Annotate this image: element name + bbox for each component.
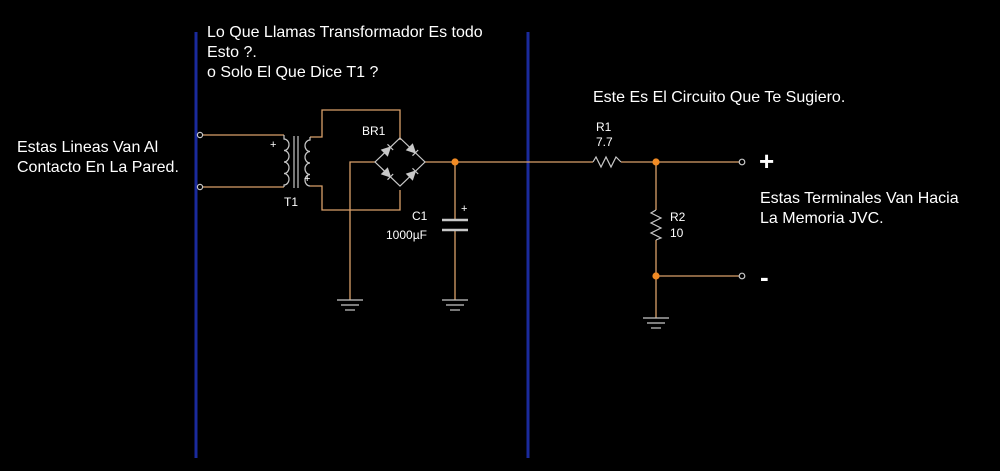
ground-icon-bridge: [337, 299, 363, 311]
bridge-diode-bottom-right: [405, 167, 419, 181]
junction-r2-top-node: [652, 158, 660, 166]
wire-secondary-bottom: [310, 185, 401, 211]
output-note: Estas Terminales Van Hacia La Memoria JV…: [760, 189, 959, 229]
transformer-primary-coil: [283, 135, 290, 187]
ground-symbols: [337, 299, 669, 329]
resistor-r1: [592, 155, 622, 169]
wire-secondary-top: [310, 109, 401, 140]
input-terminal-bottom[interactable]: [196, 183, 204, 191]
question-line-1: Lo Que Llamas Transformador Es todo: [207, 24, 483, 41]
input-note: Estas Lineas Van Al Contacto En La Pared…: [17, 138, 179, 178]
bridge-label: BR1: [362, 124, 386, 138]
junction-r2-bottom-node: [652, 272, 660, 280]
transformer-question-note: Lo Que Llamas Transformador Es todo Esto…: [207, 23, 483, 83]
output-terminal-negative[interactable]: [738, 272, 746, 280]
bridge-diode-bottom-left: [380, 167, 394, 181]
transformer-primary-polarity: +: [270, 139, 276, 151]
wire-bridge-ground: [349, 161, 375, 300]
input-line-2: Contacto En La Pared.: [17, 159, 179, 176]
transformer-t1: [283, 135, 311, 188]
output-line-2: La Memoria JVC.: [760, 210, 884, 227]
resistor-r2-value: 10: [670, 226, 684, 240]
resistor-r2: [649, 209, 663, 241]
input-terminal-top[interactable]: [196, 131, 204, 139]
transformer-secondary-coil: [304, 137, 311, 187]
question-line-2: Esto ?.: [207, 44, 257, 61]
divider-lines: [194, 32, 530, 458]
ground-icon-capacitor: [442, 299, 468, 311]
junction-cap-node: [451, 158, 459, 166]
output-terminal-positive[interactable]: [738, 158, 746, 166]
question-line-3: o Solo El Que Dice T1 ?: [207, 64, 379, 81]
transformer-label: T1: [284, 195, 298, 209]
junction-dots: [451, 158, 660, 280]
negative-terminal-sign: -: [760, 262, 769, 292]
resistor-r1-label: R1: [596, 120, 612, 134]
suggestion-note: Este Es El Circuito Que Te Sugiero.: [593, 88, 845, 108]
capacitor-label: C1: [412, 209, 428, 223]
bridge-diode-top-left: [380, 143, 394, 157]
positive-terminal-sign: +: [759, 146, 775, 176]
transformer-secondary-polarity: +: [304, 173, 310, 185]
input-terminals: [196, 131, 204, 191]
input-line-1: Estas Lineas Van Al: [17, 139, 159, 156]
capacitor-polarity: +: [461, 203, 467, 215]
capacitor-c1: [442, 218, 468, 232]
capacitor-value: 1000µF: [386, 228, 427, 242]
output-line-1: Estas Terminales Van Hacia: [760, 190, 959, 207]
suggestion-line: Este Es El Circuito Que Te Sugiero.: [593, 89, 846, 106]
resistor-r1-value: 7.7: [596, 135, 613, 149]
output-terminals: [738, 158, 746, 280]
wires: [203, 109, 739, 318]
bridge-diode-top-right: [405, 143, 419, 157]
resistor-r2-label: R2: [670, 210, 686, 224]
bridge-outline: [374, 137, 426, 187]
ground-icon-output: [643, 317, 669, 329]
bridge-rectifier-br1: [374, 137, 426, 187]
